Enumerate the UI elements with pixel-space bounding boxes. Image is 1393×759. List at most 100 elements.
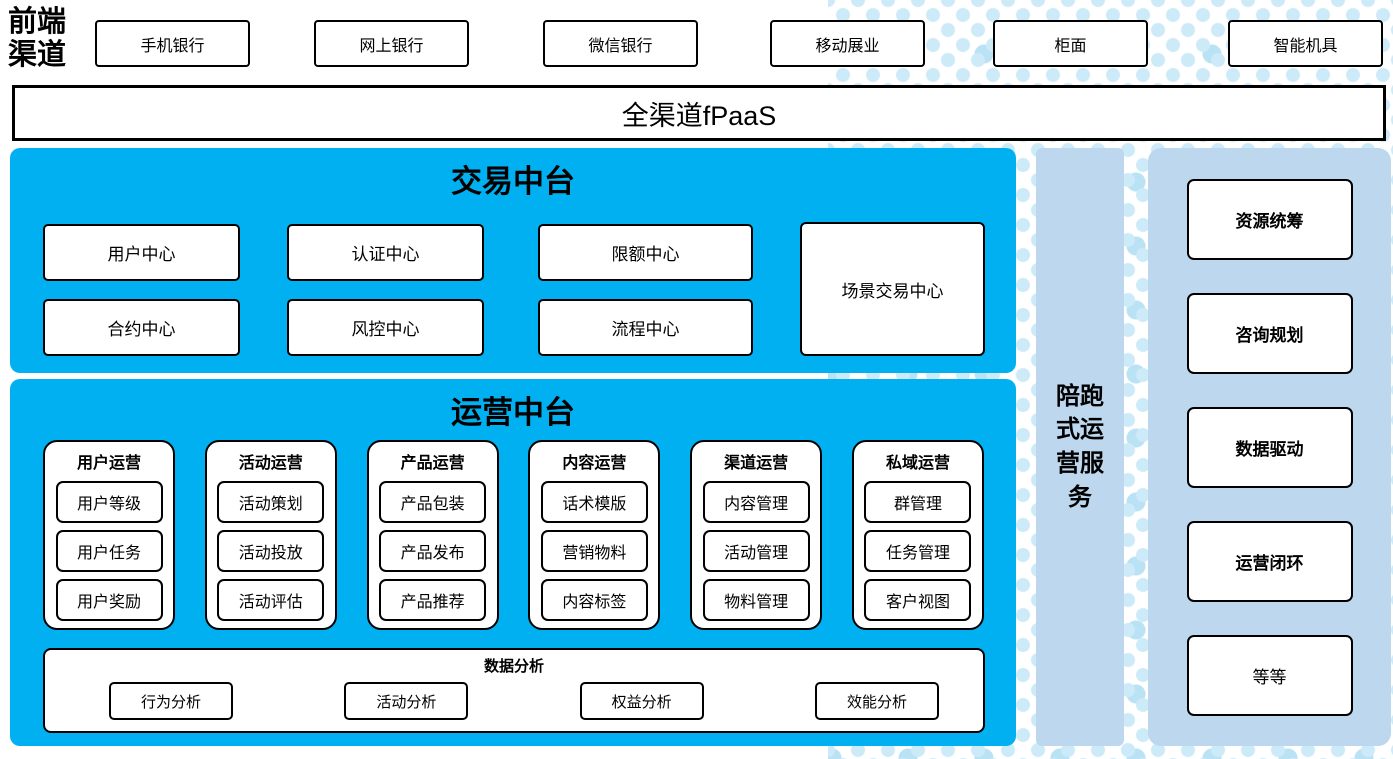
opitem-label: 内容管理 (724, 496, 789, 513)
opitem: 活动投放 (217, 530, 325, 572)
transaction-platform-title: 交易中台 (451, 164, 575, 199)
data-analysis-row: 行为分析 活动分析 权益分析 效能分析 (109, 682, 939, 720)
channel-label: 微信银行 (588, 37, 653, 55)
opitem-label: 话术模版 (562, 496, 627, 513)
box-label: 认证中心 (351, 245, 420, 264)
opitem-label: 活动评估 (238, 594, 303, 611)
box-label: 合约中心 (107, 320, 176, 339)
opcol-title: 用户运营 (76, 455, 141, 472)
opitem: 产品包装 (379, 481, 487, 523)
box-behavior-analysis: 行为分析 (109, 682, 233, 720)
operations-columns: 用户运营 用户等级 用户任务 用户奖励 活动运营 活动策划 活动投放 活动评估 … (43, 440, 984, 630)
box-contract-center: 合约中心 (43, 299, 240, 356)
box-label: 数据驱动 (1235, 439, 1304, 459)
box-resource-coordination: 资源统筹 (1186, 178, 1353, 260)
opitem-label: 客户视图 (885, 594, 950, 611)
channel-label: 手机银行 (140, 37, 205, 55)
opitem-label: 物料管理 (724, 594, 789, 611)
opitem-label: 营销物料 (562, 545, 627, 562)
opitem: 群管理 (864, 481, 972, 523)
opitem-label: 内容标签 (562, 594, 627, 611)
box-data-driven: 数据驱动 (1186, 406, 1353, 488)
companion-service-column: 陪跑式运营服务 (1036, 148, 1124, 746)
front-channels-label: 前端渠道 (8, 6, 67, 71)
box-label: 运营闭环 (1235, 553, 1304, 573)
opitem-label: 活动投放 (238, 545, 303, 562)
opcol-title: 私域运营 (885, 455, 950, 472)
channel-label: 智能机具 (1273, 37, 1338, 55)
channel-label: 网上银行 (359, 37, 424, 55)
box-label: 场景交易中心 (841, 281, 944, 301)
box-efficiency-analysis: 效能分析 (814, 682, 939, 720)
opcol-content-operations: 内容运营 话术模版 营销物料 内容标签 (528, 440, 661, 630)
box-label: 流程中心 (611, 320, 680, 339)
box-label: 用户中心 (107, 245, 176, 264)
box-rights-analysis: 权益分析 (579, 682, 704, 720)
fpaas-bar: 全渠道fPaaS (12, 85, 1386, 141)
box-label: 等等 (1252, 667, 1287, 687)
opitem: 用户奖励 (55, 579, 163, 621)
box-label: 限额中心 (611, 245, 680, 264)
box-label: 资源统筹 (1235, 211, 1304, 231)
opitem: 任务管理 (864, 530, 972, 572)
opitem: 用户等级 (55, 481, 163, 523)
box-limit-center: 限额中心 (538, 224, 753, 281)
opitem: 产品发布 (379, 530, 487, 572)
box-operation-loop: 运营闭环 (1186, 520, 1353, 602)
operations-platform-title: 运营中台 (451, 395, 575, 430)
opitem: 物料管理 (702, 579, 810, 621)
fpaas-label: 全渠道fPaaS (621, 100, 777, 131)
box-label: 咨询规划 (1235, 325, 1304, 345)
opitem: 内容标签 (540, 579, 648, 621)
opcol-private-domain-operations: 私域运营 群管理 任务管理 客户视图 (851, 440, 984, 630)
opitem: 客户视图 (864, 579, 972, 621)
box-consulting-planning: 咨询规划 (1186, 292, 1353, 374)
box-auth-center: 认证中心 (287, 224, 484, 281)
box-label: 效能分析 (846, 693, 907, 711)
opcol-channel-operations: 渠道运营 内容管理 活动管理 物料管理 (690, 440, 823, 630)
opitem-label: 产品发布 (400, 545, 465, 562)
opitem-label: 产品包装 (400, 496, 465, 513)
box-label: 活动分析 (376, 693, 437, 711)
opcol-title: 内容运营 (562, 455, 627, 472)
opitem-label: 产品推荐 (400, 594, 465, 611)
opitem-label: 任务管理 (885, 545, 950, 562)
channel-box-online-banking: 网上银行 (314, 20, 469, 67)
opitem: 产品推荐 (379, 579, 487, 621)
channel-box-mobile-banking: 手机银行 (95, 20, 250, 67)
opitem: 内容管理 (702, 481, 810, 523)
data-analysis-title: 数据分析 (483, 658, 544, 675)
channel-box-counter: 柜面 (993, 20, 1148, 67)
channel-label: 柜面 (1054, 37, 1087, 55)
data-analysis-panel: 数据分析 行为分析 活动分析 权益分析 效能分析 (43, 648, 985, 733)
opcol-title: 产品运营 (400, 455, 465, 472)
companion-service-label: 陪跑式运营服务 (1056, 382, 1104, 511)
opcol-activity-operations: 活动运营 活动策划 活动投放 活动评估 (204, 440, 337, 630)
box-process-center: 流程中心 (538, 299, 753, 356)
opitem-label: 活动管理 (724, 545, 789, 562)
opitem-label: 用户等级 (76, 496, 141, 513)
opitem: 用户任务 (55, 530, 163, 572)
opcol-title: 渠道运营 (724, 455, 789, 472)
opitem: 活动管理 (702, 530, 810, 572)
channel-box-mobile-sales: 移动展业 (770, 20, 925, 67)
opitem: 话术模版 (540, 481, 648, 523)
box-activity-analysis: 活动分析 (344, 682, 469, 720)
opitem: 活动评估 (217, 579, 325, 621)
opitem: 活动策划 (217, 481, 325, 523)
box-etcetera: 等等 (1186, 634, 1353, 716)
opitem-label: 用户奖励 (76, 594, 141, 611)
opitem-label: 用户任务 (76, 545, 141, 562)
transaction-platform-section: 交易中台 用户中心 认证中心 限额中心 合约中心 风控中心 流程中心 场景交易中… (10, 148, 1016, 373)
opcol-user-operations: 用户运营 用户等级 用户任务 用户奖励 (43, 440, 175, 630)
box-label: 行为分析 (140, 693, 201, 711)
service-panel: 资源统筹 咨询规划 数据驱动 运营闭环 等等 (1148, 148, 1391, 746)
box-user-center: 用户中心 (43, 224, 240, 281)
channel-box-wechat-banking: 微信银行 (543, 20, 698, 67)
opitem-label: 群管理 (893, 496, 942, 513)
opcol-title: 活动运营 (238, 455, 303, 472)
opcol-product-operations: 产品运营 产品包装 产品发布 产品推荐 (366, 440, 499, 630)
box-scenario-trade-center: 场景交易中心 (800, 222, 985, 356)
channel-box-smart-devices: 智能机具 (1228, 20, 1383, 67)
box-risk-center: 风控中心 (287, 299, 484, 356)
